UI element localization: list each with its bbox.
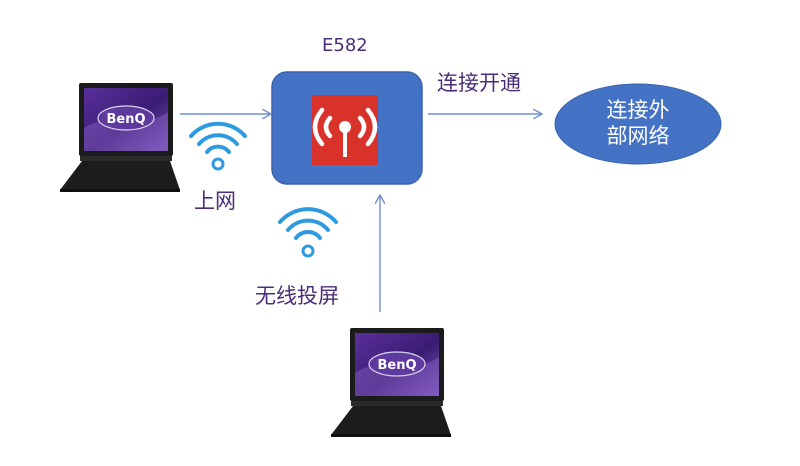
wifi-icon bbox=[189, 121, 247, 171]
laptop-keyboard-base bbox=[331, 406, 451, 435]
external-network-line2: 部网络 bbox=[606, 124, 670, 148]
laptop-keyboard-base bbox=[60, 161, 180, 190]
laptop-icon: BenQ bbox=[60, 83, 180, 192]
wireless-cast-label: 无线投屏 bbox=[255, 284, 339, 308]
laptop-brand-logo: BenQ bbox=[377, 358, 416, 373]
external-network-label: 连接外 部网络 bbox=[555, 84, 721, 164]
laptop-brand-logo: BenQ bbox=[106, 112, 145, 127]
external-network-ellipse bbox=[554, 83, 722, 165]
wifi-icon bbox=[278, 207, 338, 258]
laptop-icon: BenQ bbox=[331, 328, 451, 437]
connect-open-label: 连接开通 bbox=[437, 71, 521, 95]
internet-label: 上网 bbox=[194, 189, 236, 213]
wireless-router-icon bbox=[312, 95, 378, 165]
external-network-line1: 连接外 bbox=[606, 98, 670, 123]
device-model-label: E582 bbox=[322, 35, 368, 56]
